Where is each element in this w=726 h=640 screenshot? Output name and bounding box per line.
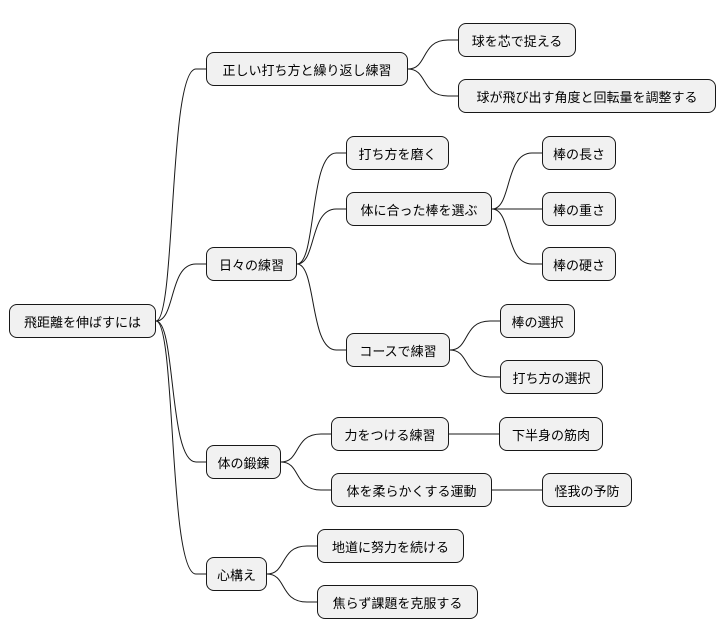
edge-branch-node-body-training-to-sub-node-strength-training <box>280 433 331 463</box>
leaf-node-hit-sweet-spot: 球を芯で捉える <box>458 23 576 57</box>
sub-node-flexibility-exercise: 体を柔らかくする運動 <box>331 473 492 507</box>
sub-node-course-practice: コースで練習 <box>346 333 450 367</box>
edge-sub-node-course-practice-to-leaf-node-club-selection <box>449 320 500 351</box>
edge-branch-node-body-training-to-sub-node-flexibility-exercise <box>280 461 331 491</box>
sub-node-strength-training: 力をつける練習 <box>331 417 449 451</box>
edge-sub-node-choose-club-to-leaf-node-club-length <box>491 152 542 210</box>
root-node: 飛距離を伸ばすには <box>9 304 156 338</box>
edge-branch-node-technique-to-leaf-node-hit-sweet-spot <box>407 39 458 70</box>
leaf-node-club-stiffness: 棒の硬さ <box>542 247 616 281</box>
leaf-node-club-weight: 棒の重さ <box>542 192 616 226</box>
branch-node-mindset: 心構え <box>206 557 267 591</box>
branch-node-daily-practice: 日々の練習 <box>206 247 297 281</box>
leaf-node-club-selection: 棒の選択 <box>500 304 575 338</box>
branch-node-body-training: 体の鍛錬 <box>206 445 281 479</box>
sub-node-polish-swing: 打ち方を磨く <box>346 136 449 170</box>
leaf-node-club-length: 棒の長さ <box>542 136 616 170</box>
edge-root-node-to-branch-node-daily-practice <box>155 263 206 322</box>
leaf-node-lower-body-muscle: 下半身の筋肉 <box>499 417 603 451</box>
edge-branch-node-technique-to-leaf-node-adjust-angle-spin <box>407 68 458 97</box>
edge-sub-node-course-practice-to-leaf-node-swing-selection <box>449 349 500 378</box>
edge-branch-node-daily-practice-to-sub-node-course-practice <box>296 263 346 351</box>
leaf-node-injury-prevention: 怪我の予防 <box>542 473 632 507</box>
edge-branch-node-daily-practice-to-sub-node-polish-swing <box>296 152 346 265</box>
leaf-node-swing-selection: 打ち方の選択 <box>500 360 603 394</box>
edge-branch-node-mindset-to-leaf-node-overcome-calmly <box>266 573 317 603</box>
edge-root-node-to-branch-node-technique <box>155 68 206 322</box>
sub-node-choose-club: 体に合った棒を選ぶ <box>346 192 492 226</box>
edge-branch-node-mindset-to-leaf-node-steady-effort <box>266 545 317 575</box>
leaf-node-steady-effort: 地道に努力を続ける <box>317 529 464 563</box>
edge-root-node-to-branch-node-body-training <box>155 320 206 463</box>
edge-branch-node-daily-practice-to-sub-node-choose-club <box>296 208 346 265</box>
leaf-node-adjust-angle-spin: 球が飛び出す角度と回転量を調整する <box>458 79 716 113</box>
branch-node-technique: 正しい打ち方と繰り返し練習 <box>206 52 408 86</box>
leaf-node-overcome-calmly: 焦らず課題を克服する <box>317 585 478 619</box>
edge-sub-node-choose-club-to-leaf-node-club-stiffness <box>491 208 542 265</box>
edge-root-node-to-branch-node-mindset <box>155 320 206 575</box>
